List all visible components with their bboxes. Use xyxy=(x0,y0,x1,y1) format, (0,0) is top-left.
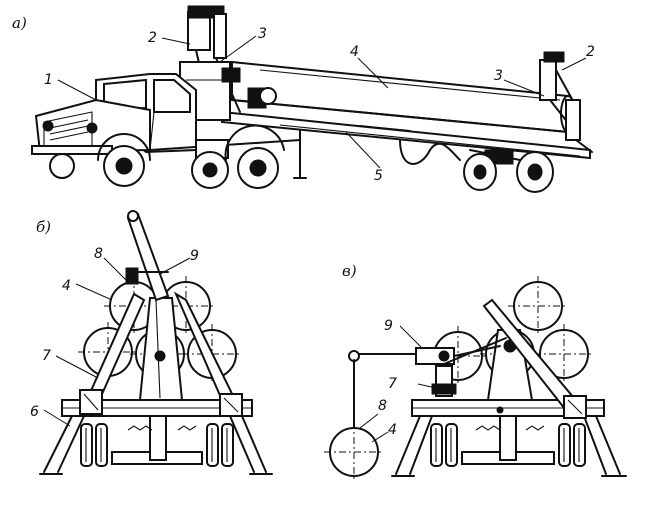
crane-column-v xyxy=(323,298,587,483)
callout-3-front: 3 xyxy=(258,26,267,42)
callout-7-b: 7 xyxy=(42,348,51,364)
panel-v-rear-view: в) xyxy=(323,262,627,483)
panel-a-label: а) xyxy=(12,14,27,32)
callout-2-front: 2 xyxy=(148,30,157,46)
panel-b-callouts: 8 9 4 7 6 xyxy=(30,246,199,427)
callout-8-v: 8 xyxy=(378,398,387,414)
callout-5: 5 xyxy=(374,168,383,184)
panel-a-truck-view: а) xyxy=(12,5,595,193)
panel-v-callouts: 9 7 8 4 xyxy=(359,318,437,443)
crane-rear xyxy=(539,51,593,153)
panel-b-rear-view: б) xyxy=(30,210,273,475)
trailer-frame xyxy=(221,110,591,179)
callout-8-b: 8 xyxy=(94,246,103,262)
callout-4-b: 4 xyxy=(62,278,71,294)
trailer-wheels xyxy=(463,151,554,193)
crane-column-b xyxy=(79,210,243,417)
panel-a-callouts: 1 2 3 4 5 3 2 xyxy=(44,26,595,184)
callout-2-rear: 2 xyxy=(586,44,595,60)
callout-3-rear: 3 xyxy=(494,68,503,84)
callout-9-v: 9 xyxy=(384,318,393,334)
trailer-frame-v xyxy=(391,399,627,477)
callout-1: 1 xyxy=(44,72,53,88)
callout-9-b: 9 xyxy=(190,248,199,264)
truck xyxy=(31,73,301,189)
panel-v-label: в) xyxy=(342,262,357,280)
callout-7-v: 7 xyxy=(388,376,397,392)
callout-4: 4 xyxy=(350,44,359,60)
callout-6-b: 6 xyxy=(30,404,39,420)
callout-4-v: 4 xyxy=(388,422,397,438)
panel-b-label: б) xyxy=(36,218,51,236)
